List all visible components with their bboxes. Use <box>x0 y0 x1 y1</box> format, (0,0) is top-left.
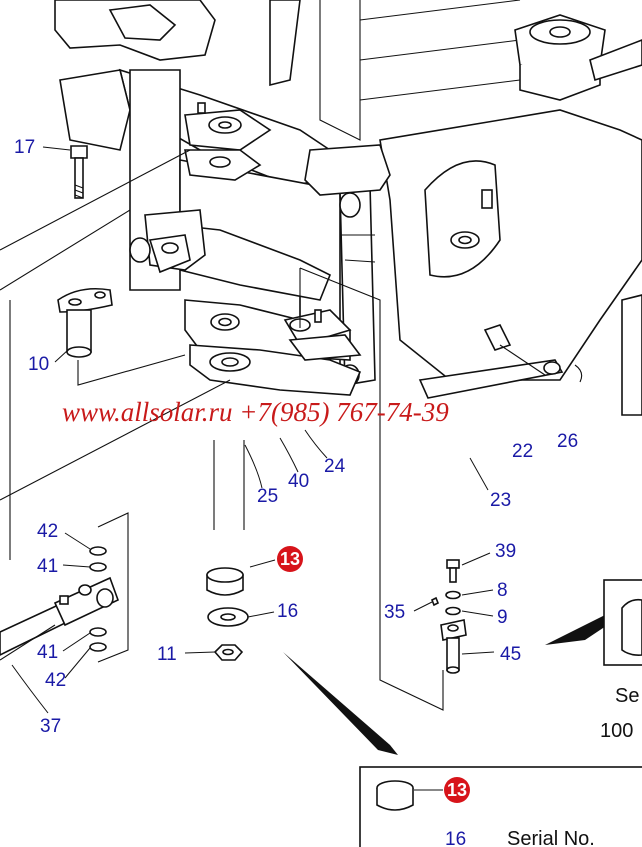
washers-41-42 <box>89 546 107 652</box>
washer-8 <box>445 590 461 600</box>
callout-41-lower: 41 <box>37 642 58 663</box>
callout-17: 17 <box>14 137 35 158</box>
inset-right-line2: 100 <box>600 720 633 742</box>
callout-16-inset: 16 <box>445 829 466 847</box>
inset-bottom: Serial No. <box>359 766 642 847</box>
callout-11: 11 <box>157 644 177 665</box>
pin-35 <box>430 596 440 607</box>
callout-22: 22 <box>512 441 533 462</box>
callout-37: 37 <box>40 716 61 737</box>
callout-42-upper: 42 <box>37 521 58 542</box>
callout-13: 13 <box>280 549 300 569</box>
callout-8: 8 <box>497 580 508 601</box>
callout-9: 9 <box>497 607 508 628</box>
washer-16 <box>207 607 249 627</box>
bushing-13 <box>206 567 244 596</box>
arrow-to-bottom-inset <box>283 652 398 755</box>
callout-13-inset-highlight: 13 <box>444 777 470 803</box>
callout-26: 26 <box>557 431 578 452</box>
callout-40: 40 <box>288 471 309 492</box>
callout-23: 23 <box>490 490 511 511</box>
washer-9 <box>445 606 461 616</box>
nut-11 <box>213 644 244 661</box>
arrow-to-right-inset <box>545 615 612 645</box>
callout-45: 45 <box>500 644 521 665</box>
callout-35: 35 <box>384 602 405 623</box>
callout-10: 10 <box>28 354 49 375</box>
callout-16: 16 <box>277 601 298 622</box>
main-frame <box>0 0 642 711</box>
pin-10 <box>57 287 113 358</box>
callout-42-lower: 42 <box>45 670 66 691</box>
callout-13-inset: 13 <box>447 780 467 800</box>
watermark-text: www.allsolar.ru +7(985) 767-74-39 <box>62 397 449 427</box>
callout-13-highlight: 13 <box>277 546 303 572</box>
inset-right-line1: Se <box>615 685 639 707</box>
inset-bottom-serial: Serial No. <box>507 828 595 847</box>
bolt-39 <box>446 559 460 583</box>
cylinder-37 <box>0 576 120 661</box>
callout-41-upper: 41 <box>37 556 58 577</box>
leader-lines <box>11 146 495 791</box>
pin-45 <box>440 619 467 674</box>
bolt-17 <box>70 145 88 199</box>
callout-24: 24 <box>324 456 346 477</box>
inset-right: Se 100 <box>600 579 642 742</box>
callout-25: 25 <box>257 486 278 507</box>
callout-39: 39 <box>495 541 516 562</box>
